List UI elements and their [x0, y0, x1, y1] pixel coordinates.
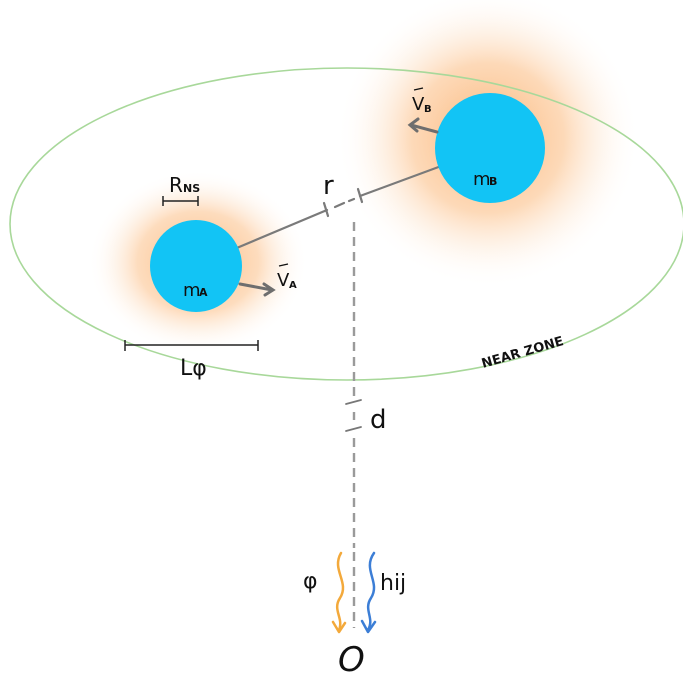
radius-label-sub: NS: [183, 182, 200, 195]
length-scale-bar: [124, 340, 259, 351]
tensor-field-arrow: [360, 551, 377, 634]
distance-label: d: [370, 405, 387, 435]
radius-label-main: R: [169, 173, 183, 197]
velocity-b-label-main: V: [412, 94, 425, 115]
length-scale-label: Lφ: [180, 356, 207, 381]
mass-b-label: m B: [473, 169, 497, 190]
mass-b-label-sub: B: [489, 175, 497, 188]
velocity-a-vector-bar: [278, 263, 289, 267]
mass-a-circle: [150, 220, 242, 312]
radius-label: R NS: [169, 173, 200, 197]
separation-label: r: [323, 171, 334, 201]
velocity-a-label: V A: [277, 263, 297, 291]
mass-a-label-sub: A: [199, 286, 208, 299]
velocity-b-label: V B: [412, 87, 432, 115]
scalar-field-arrow: [331, 551, 347, 634]
velocity-b-arrow: [407, 117, 439, 134]
radius-scale-bar: [162, 196, 199, 206]
near-zone-label: NEAR ZONE: [480, 334, 565, 372]
mass-b-label-main: m: [473, 169, 491, 190]
velocity-a-label-sub: A: [289, 280, 297, 291]
near-zone-ellipse: [9, 67, 683, 381]
observer-label: O: [338, 640, 365, 677]
mass-b-circle: [435, 93, 545, 203]
velocity-a-label-main: V: [277, 270, 290, 291]
scalar-field-label: φ: [303, 569, 318, 594]
mass-a-label: m A: [183, 280, 208, 301]
mass-a-label-main: m: [183, 280, 201, 301]
velocity-b-vector-bar: [413, 87, 424, 91]
velocity-b-label-sub: B: [424, 104, 432, 115]
distance-break-ticks: [345, 399, 362, 432]
velocity-a-arrow: [238, 282, 276, 297]
tensor-field-label: hij: [380, 571, 406, 596]
